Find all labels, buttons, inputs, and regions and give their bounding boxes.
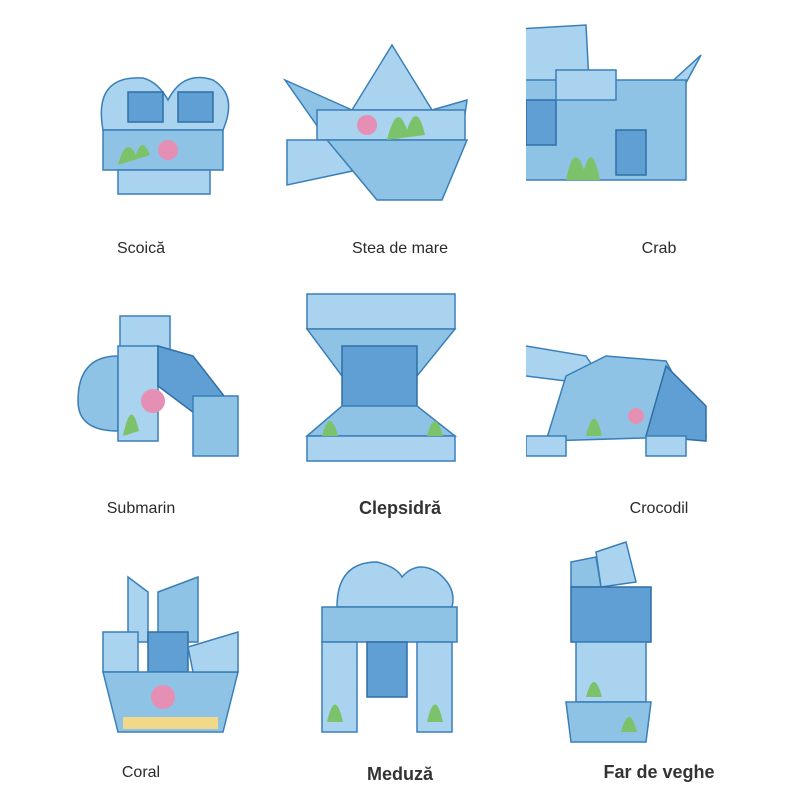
- shape-label: Crocodil: [629, 500, 689, 517]
- shape-card-scoica: Scoică: [8, 0, 274, 266]
- shape-card-far-de-veghe: Far de veghe: [526, 532, 792, 798]
- crocodile-shape-icon: [526, 345, 708, 457]
- shape-label: Scoică: [116, 240, 166, 257]
- shape-card-coral: Coral: [8, 532, 274, 798]
- starfish-shape-icon: [282, 43, 469, 201]
- jellyfish-shape-icon: [321, 561, 458, 733]
- lighthouse-shape-icon: [565, 541, 652, 743]
- shape-card-crab: Crab: [526, 0, 792, 266]
- shape-card-meduza: Meduză: [267, 532, 533, 798]
- crab-shape-icon: [526, 24, 702, 181]
- shape-label: Far de veghe: [603, 762, 715, 782]
- shell-shape-icon: [100, 76, 230, 195]
- shape-label: Coral: [121, 764, 161, 781]
- shape-card-clepsidra: Clepsidră: [267, 266, 533, 532]
- coral-shape-icon: [102, 575, 239, 733]
- shape-label: Stea de mare: [351, 240, 449, 257]
- shape-label: Meduză: [366, 764, 433, 784]
- shape-card-crocodil: Crocodil: [526, 266, 792, 532]
- shape-label: Submarin: [106, 500, 176, 517]
- shape-card-submarin: Submarin: [8, 266, 274, 532]
- hourglass-shape-icon: [304, 293, 458, 462]
- shape-label: Clepsidră: [358, 498, 442, 518]
- shape-card-stea-de-mare: Stea de mare: [267, 0, 533, 266]
- submarine-shape-icon: [77, 315, 239, 457]
- shape-label: Crab: [641, 240, 677, 257]
